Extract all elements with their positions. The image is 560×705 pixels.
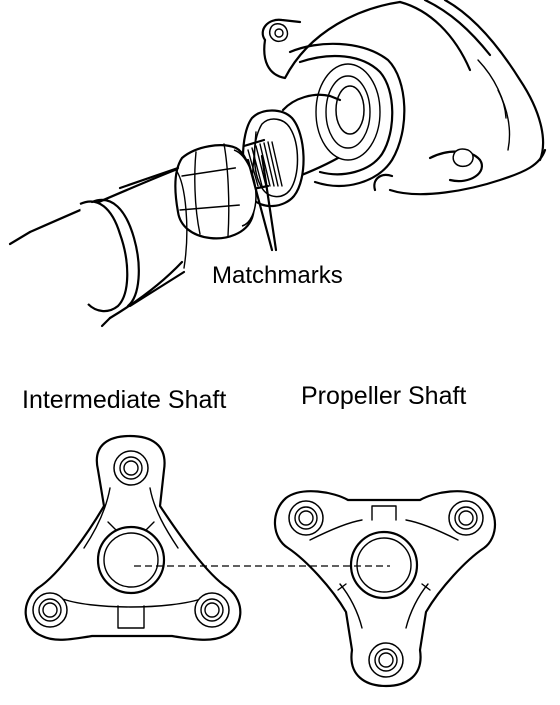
center-support-bearing-bracket — [261, 0, 547, 196]
matchmark-leader-lines — [246, 154, 278, 252]
intermediate-shaft-label: Intermediate Shaft — [22, 386, 227, 414]
lock-nut — [174, 143, 257, 240]
bearing-housing — [288, 42, 406, 187]
matchmarks-label: Matchmarks — [212, 262, 343, 289]
intermediate-shaft-tube — [8, 166, 188, 328]
propeller-shaft-label: Propeller Shaft — [301, 382, 467, 410]
intermediate-shaft-flange — [24, 434, 242, 641]
propeller-shaft-flange — [273, 490, 496, 688]
